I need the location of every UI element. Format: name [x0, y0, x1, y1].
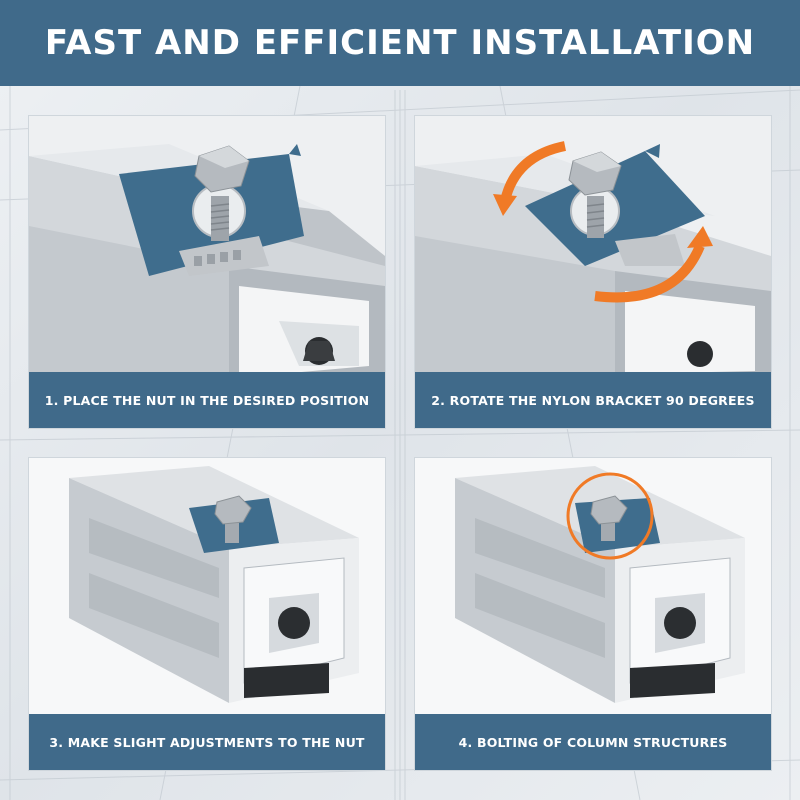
- step-1-caption: 1. PLACE THE NUT IN THE DESIRED POSITION: [44, 392, 370, 408]
- step-2-caption: 2. ROTATE THE NYLON BRACKET 90 DEGREES: [431, 392, 755, 408]
- step-panel-4: 4. BOLTING OF COLUMN STRUCTURES: [414, 457, 772, 771]
- step-4-caption: 4. BOLTING OF COLUMN STRUCTURES: [458, 734, 728, 750]
- step-1-illustration: [29, 116, 385, 374]
- step-panel-2: 2. ROTATE THE NYLON BRACKET 90 DEGREES: [414, 115, 772, 429]
- step-2-caption-bar: 2. ROTATE THE NYLON BRACKET 90 DEGREES: [415, 372, 771, 428]
- step-panel-1: 1. PLACE THE NUT IN THE DESIRED POSITION: [28, 115, 386, 429]
- step-3-caption-bar: 3. MAKE SLIGHT ADJUSTMENTS TO THE NUT: [29, 714, 385, 770]
- highlight-circle-icon: [566, 472, 654, 560]
- rotate-arrow-top-icon: [500, 141, 567, 203]
- step-3-caption: 3. MAKE SLIGHT ADJUSTMENTS TO THE NUT: [49, 734, 365, 750]
- step-2-illustration: [415, 116, 771, 374]
- rotate-arrow-bottom-icon: [594, 243, 705, 303]
- step-panel-3: 3. MAKE SLIGHT ADJUSTMENTS TO THE NUT: [28, 457, 386, 771]
- step-3-illustration: [29, 458, 385, 716]
- step-4-illustration: [415, 458, 771, 716]
- step-4-caption-bar: 4. BOLTING OF COLUMN STRUCTURES: [415, 714, 771, 770]
- header-banner: FAST AND EFFICIENT INSTALLATION: [0, 0, 800, 86]
- step-1-caption-bar: 1. PLACE THE NUT IN THE DESIRED POSITION: [29, 372, 385, 428]
- page-title: FAST AND EFFICIENT INSTALLATION: [44, 23, 756, 63]
